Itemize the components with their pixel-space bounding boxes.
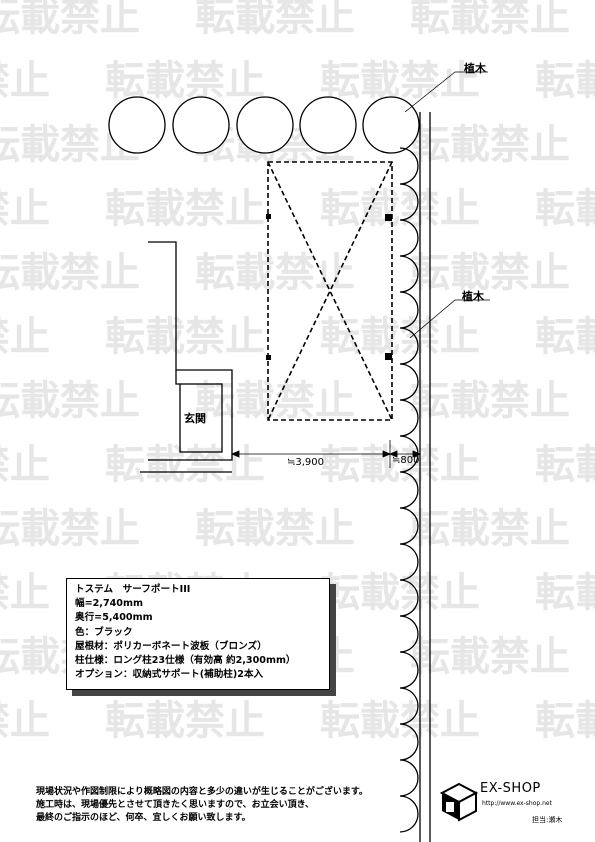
watermark-text: 転載禁止 bbox=[0, 186, 50, 232]
watermark-text: 転載禁止 bbox=[0, 698, 50, 744]
watermark-text: 転載禁止 bbox=[105, 314, 265, 360]
watermark-text: 転載禁止 bbox=[535, 570, 595, 616]
watermark-text: 転載禁止 bbox=[320, 186, 480, 232]
label-tree-top: 植木 bbox=[464, 62, 486, 75]
footer-notes: 現場状況や作図制限により概略図の内容と多少の違いが生じることがございます。 施工… bbox=[36, 786, 436, 825]
watermark-text: 転載禁止 bbox=[410, 634, 570, 680]
watermark-text: 転載禁止 bbox=[535, 442, 595, 488]
watermark-text: 転載禁止 bbox=[195, 0, 355, 40]
watermark-text: 転載禁止 bbox=[195, 506, 355, 552]
label-tree-side: 植木 bbox=[462, 290, 484, 303]
watermark-text: 転載禁止 bbox=[0, 0, 140, 40]
tree-row-top bbox=[108, 96, 420, 154]
watermark-text: 転載禁止 bbox=[410, 506, 570, 552]
watermark-text: 転載禁止 bbox=[0, 442, 50, 488]
spec-pillar: 柱仕様：ロング柱23仕様（有効高 約2,300mm） bbox=[75, 655, 296, 667]
spec-color: 色：ブラック bbox=[75, 626, 133, 638]
spec-product: トステム サーフポートIII bbox=[75, 584, 191, 595]
watermark-text: 転載禁止 bbox=[410, 0, 570, 40]
house-outline bbox=[140, 241, 233, 473]
watermark-text: 転載禁止 bbox=[320, 570, 480, 616]
boundary-wall bbox=[419, 112, 431, 842]
watermark-text: 転載禁止 bbox=[535, 314, 595, 360]
watermark-text: 転載禁止 bbox=[320, 698, 480, 744]
watermark-text: 転載禁止 bbox=[105, 698, 265, 744]
label-entrance: 玄関 bbox=[184, 412, 206, 425]
spec-depth: 奥行=5,400mm bbox=[75, 612, 153, 624]
spec-width: 幅=2,740mm bbox=[75, 598, 143, 610]
watermark-text: 転載禁止 bbox=[410, 122, 570, 168]
watermark-text: 転載禁止 bbox=[0, 250, 140, 296]
spec-roof: 屋根材：ポリカーボネート波板（ブロンズ） bbox=[75, 640, 267, 652]
spec-option: オプション：収納式サポート(補助柱)2本入 bbox=[75, 669, 264, 681]
watermark-text: 転載禁止 bbox=[535, 58, 595, 104]
exshop-logo: EX-SHOP http://www.ex-shop.net 担当:瀬木 bbox=[440, 778, 570, 826]
tree bbox=[108, 96, 166, 154]
brand-name: EX-SHOP bbox=[480, 781, 541, 796]
hedge-side bbox=[399, 147, 419, 833]
tree bbox=[299, 96, 357, 154]
watermark-text: 転載禁止 bbox=[535, 186, 595, 232]
brand-url: http://www.ex-shop.net bbox=[482, 800, 552, 807]
carport-outline bbox=[267, 161, 393, 421]
post bbox=[266, 214, 271, 219]
watermark-text: 転載禁止 bbox=[410, 378, 570, 424]
watermark-text: 転載禁止 bbox=[105, 442, 265, 488]
watermark-text: 転載禁止 bbox=[320, 58, 480, 104]
tree bbox=[172, 96, 230, 154]
tree bbox=[362, 96, 420, 154]
carport-posts bbox=[266, 214, 392, 360]
dimension-width: ≒3,900 bbox=[287, 457, 325, 468]
note-line: 最終のご指示のほど、何卒、宜しくお願い致します。 bbox=[36, 813, 251, 823]
spec-box: トステム サーフポートIII 幅=2,740mm 奥行=5,400mm 色：ブラ… bbox=[66, 578, 330, 690]
watermark-text: 転載禁止 bbox=[410, 250, 570, 296]
post bbox=[266, 355, 271, 360]
watermark-text: 転載禁止 bbox=[0, 506, 140, 552]
watermark-text: 転載禁止 bbox=[0, 570, 50, 616]
watermark-text: 転載禁止 bbox=[320, 314, 480, 360]
watermark-text: 転載禁止 bbox=[535, 698, 595, 744]
watermark-text: 転載禁止 bbox=[320, 442, 480, 488]
leader-lines bbox=[404, 71, 490, 339]
tree bbox=[236, 96, 294, 154]
dimension-lines bbox=[230, 440, 422, 468]
cube-logo-icon bbox=[440, 782, 478, 822]
watermark-text: 転載禁止 bbox=[0, 378, 140, 424]
dimension-side: ≒800 bbox=[392, 455, 420, 466]
note-line: 施工時は、現場優先とさせて頂きたく思いますので、お立会い頂き、 bbox=[36, 800, 315, 810]
watermark-text: 転載禁止 bbox=[0, 58, 50, 104]
watermark-text: 転載禁止 bbox=[105, 186, 265, 232]
staff-label: 担当:瀬木 bbox=[532, 816, 563, 824]
post bbox=[385, 214, 392, 221]
watermark-text: 転載禁止 bbox=[105, 58, 265, 104]
note-line: 現場状況や作図制限により概略図の内容と多少の違いが生じることがございます。 bbox=[36, 787, 368, 797]
post bbox=[385, 353, 392, 360]
watermark-text: 転載禁止 bbox=[0, 314, 50, 360]
